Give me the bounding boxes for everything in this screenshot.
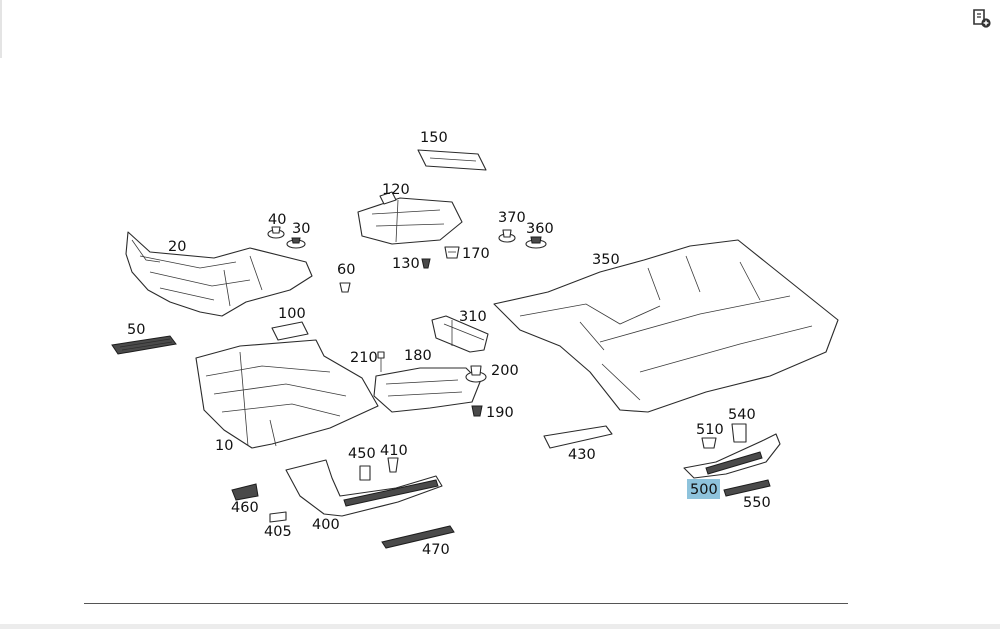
callout-550[interactable]: 550 [743,495,771,511]
part-350-floor-covering[interactable] [493,239,839,413]
part-40-fastener[interactable] [267,226,285,239]
bottom-scroll-band [0,624,1000,629]
part-210-bolt[interactable] [377,351,385,372]
callout-180[interactable]: 180 [404,348,432,364]
callout-170[interactable]: 170 [462,246,490,262]
callout-430[interactable]: 430 [568,447,596,463]
callout-410[interactable]: 410 [380,443,408,459]
part-550-trim-strip[interactable] [723,479,771,497]
callout-20[interactable]: 20 [168,239,186,255]
callout-100[interactable]: 100 [278,306,306,322]
part-10-floor-covering[interactable] [195,339,379,449]
selected-callout-highlight [687,479,720,499]
part-410-clip[interactable] [387,457,399,473]
part-150-mat[interactable] [417,149,487,171]
part-30-fastener[interactable] [286,237,306,249]
callout-10[interactable]: 10 [215,438,233,454]
part-370-fastener[interactable] [498,229,516,243]
callout-460[interactable]: 460 [231,500,259,516]
part-310-duct[interactable] [431,315,489,353]
part-180-panel[interactable] [373,367,481,413]
callout-210[interactable]: 210 [350,350,378,366]
bottom-divider [84,603,848,604]
add-to-document-button[interactable] [970,8,994,30]
callout-400[interactable]: 400 [312,517,340,533]
callout-310[interactable]: 310 [459,309,487,325]
part-460-component[interactable] [231,483,259,501]
callout-120[interactable]: 120 [382,182,410,198]
callout-30[interactable]: 30 [292,221,310,237]
callout-405[interactable]: 405 [264,524,292,540]
part-360-fastener[interactable] [525,236,547,249]
part-405-plug[interactable] [269,511,287,523]
part-450-clip[interactable] [359,465,371,481]
callout-200[interactable]: 200 [491,363,519,379]
part-200-fastener[interactable] [465,365,487,383]
part-130-clip[interactable] [421,258,431,269]
part-510-fastener[interactable] [701,437,717,449]
part-400-sill-panel[interactable] [285,459,443,517]
callout-350[interactable]: 350 [592,252,620,268]
part-60-clip[interactable] [339,282,351,293]
part-170-fastener[interactable] [444,246,460,259]
callout-190[interactable]: 190 [486,405,514,421]
part-430-trim-strip[interactable] [543,425,613,449]
callout-470[interactable]: 470 [422,542,450,558]
callout-360[interactable]: 360 [526,221,554,237]
callout-450[interactable]: 450 [348,446,376,462]
callout-370[interactable]: 370 [498,210,526,226]
callout-60[interactable]: 60 [337,262,355,278]
callout-540[interactable]: 540 [728,407,756,423]
part-470-trim-strip[interactable] [381,525,455,549]
callout-40[interactable]: 40 [268,212,286,228]
callout-130[interactable]: 130 [392,256,420,272]
callout-50[interactable]: 50 [127,322,145,338]
part-20-insulation[interactable] [125,231,313,317]
part-540-bracket[interactable] [731,423,747,443]
callout-150[interactable]: 150 [420,130,448,146]
left-edge-divider [0,0,2,58]
part-120-component-box[interactable] [357,191,463,245]
part-500-sill-panel[interactable] [683,433,781,479]
part-190-clip[interactable] [471,405,483,417]
callout-510[interactable]: 510 [696,422,724,438]
part-50-mat[interactable] [111,335,177,355]
callout-500[interactable]: 500 [690,482,718,498]
part-100-bracket[interactable] [271,321,309,341]
document-add-icon [973,9,991,28]
